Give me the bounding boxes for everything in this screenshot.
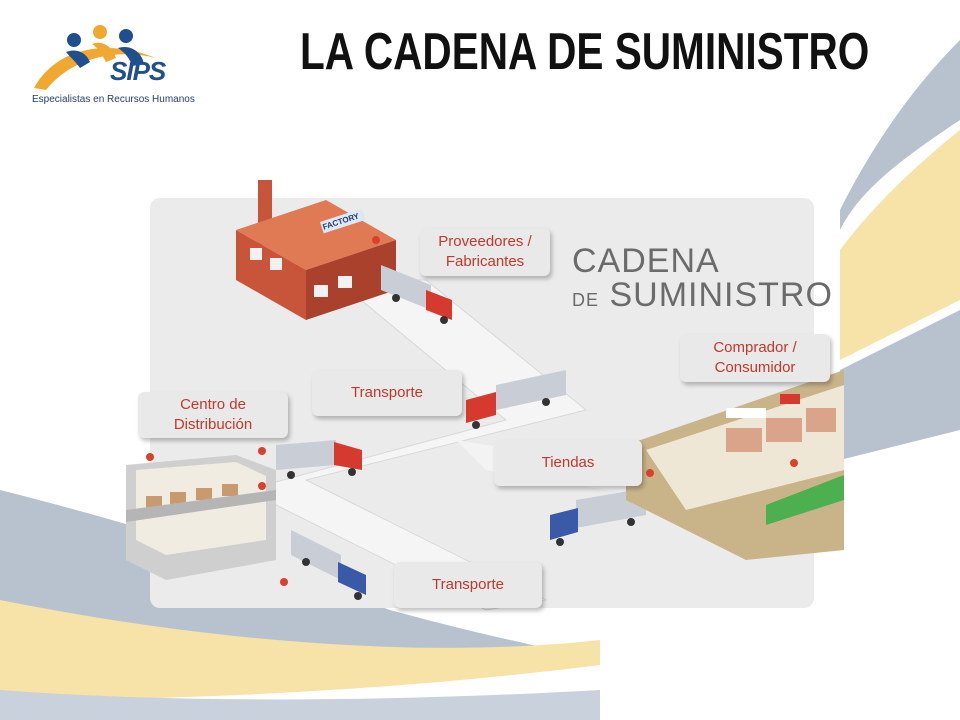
right-gray-band <box>840 0 960 230</box>
logo-wordmark: SIPS <box>110 56 166 86</box>
diagram-heading-main: SUMINISTRO <box>609 276 833 314</box>
label-distribution-line1: Centro de <box>180 396 246 413</box>
label-consumer-line1: Comprador / <box>713 339 797 356</box>
right-yellow-band <box>840 130 960 360</box>
bottom-gray-band-2 <box>0 690 600 720</box>
label-transport-lower: Transporte <box>394 562 542 608</box>
label-suppliers-line2: Fabricantes <box>445 253 525 270</box>
label-suppliers-line1: Proveedores / <box>438 233 532 250</box>
factory-building <box>236 180 396 320</box>
logo-tagline: Especialistas en Recursos Humanos <box>32 94 195 105</box>
label-stores: Tiendas <box>494 440 642 486</box>
diagram-heading-line1: CADENA <box>572 242 720 280</box>
label-stores-text: Tiendas <box>541 454 595 471</box>
label-transport-upper: Transporte <box>312 370 462 416</box>
label-consumer-line2: Consumidor <box>714 359 796 376</box>
truck-red-middle <box>466 370 566 429</box>
distribution-center <box>126 455 276 580</box>
diagram-heading-line2: DE SUMINISTRO <box>572 276 833 315</box>
label-transport-lower-text: Transporte <box>432 576 504 593</box>
store-building <box>626 370 844 560</box>
bottom-yellow-band <box>0 600 600 700</box>
label-distribution-line2: Distribución <box>173 416 253 433</box>
pins <box>146 236 798 586</box>
label-suppliers: Proveedores / Fabricantes <box>420 228 550 276</box>
label-transport-upper-text: Transporte <box>351 384 423 401</box>
truck-red-distribution <box>276 440 362 479</box>
sips-logo-mark <box>34 25 156 90</box>
label-consumer: Comprador / Consumidor <box>680 334 830 382</box>
label-distribution: Centro de Distribución <box>138 392 288 438</box>
truck-blue-lower <box>291 530 366 600</box>
diagram-heading-prefix: DE <box>572 290 600 310</box>
right-gray-band-lower <box>840 310 960 460</box>
page-title: LA CADENA DE SUMINISTRO <box>300 23 870 81</box>
truck-red-top <box>381 265 452 324</box>
